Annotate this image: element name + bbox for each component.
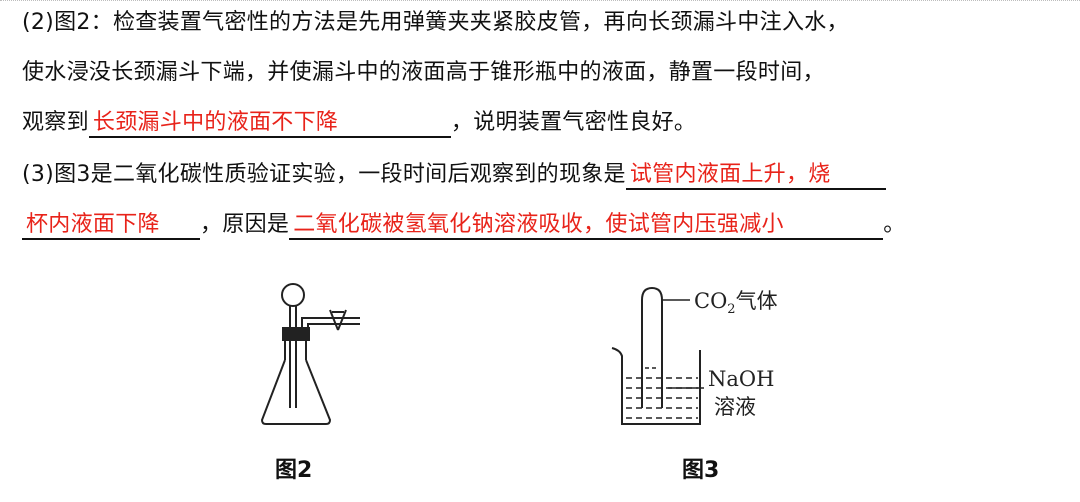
q2-line-3-prefix: 观察到 bbox=[22, 110, 89, 135]
spring-clamp-icon bbox=[329, 309, 347, 331]
co2-label: CO2气体 bbox=[694, 289, 778, 317]
q2-line-2: 使水浸没长颈漏斗下端，并使漏斗中的液面高于锥形瓶中的液面，静置一段时间， bbox=[22, 60, 825, 85]
q3-line-2-mid: ，原因是 bbox=[200, 212, 290, 237]
top-dotted-rule bbox=[0, 0, 1080, 1]
solution-label: 溶液 bbox=[714, 395, 756, 419]
delivery-tube-lower bbox=[307, 323, 360, 334]
q3-answer-1-part-2: 杯内液面下降 bbox=[22, 211, 200, 240]
q3-line-1-prefix: (3)图3是二氧化碳性质验证实验，一段时间后观察到的现象是 bbox=[22, 162, 626, 187]
q3-answer-1-part-1: 试管内液面上升，烧 bbox=[625, 161, 886, 190]
funnel-bulb bbox=[281, 283, 305, 307]
test-tube bbox=[641, 286, 663, 408]
fig2-apparatus bbox=[260, 283, 360, 425]
naoh-label: NaOH bbox=[708, 367, 774, 391]
q3-period: 。 bbox=[883, 212, 906, 237]
fig2-caption: 图2 bbox=[275, 458, 313, 483]
flask-body bbox=[260, 359, 332, 425]
q2-answer-blank: 长颈漏斗中的液面不下降 bbox=[88, 109, 451, 138]
q3-line-2: 杯内液面下降，原因是二氧化碳被氢氧化钠溶液吸收，使试管内压强减小。 bbox=[22, 210, 906, 240]
q2-line-3-suffix: ，说明装置气密性良好。 bbox=[450, 110, 697, 135]
delivery-tube-upper bbox=[301, 317, 360, 334]
fig3-apparatus bbox=[611, 286, 704, 425]
beaker bbox=[611, 347, 701, 425]
q3-line-1: (3)图3是二氧化碳性质验证实验，一段时间后观察到的现象是试管内液面上升，烧 bbox=[22, 160, 886, 190]
fig3-caption: 图3 bbox=[682, 458, 720, 483]
stopper bbox=[282, 327, 310, 341]
q2-line-1: (2)图2：检查装置气密性的方法是先用弹簧夹夹紧胶皮管，再向长颈漏斗中注入水， bbox=[22, 10, 849, 35]
q3-answer-2-blank: 二氧化碳被氢氧化钠溶液吸收，使试管内压强减小 bbox=[289, 211, 884, 240]
q2-line-3: 观察到长颈漏斗中的液面不下降，说明装置气密性良好。 bbox=[22, 108, 696, 138]
